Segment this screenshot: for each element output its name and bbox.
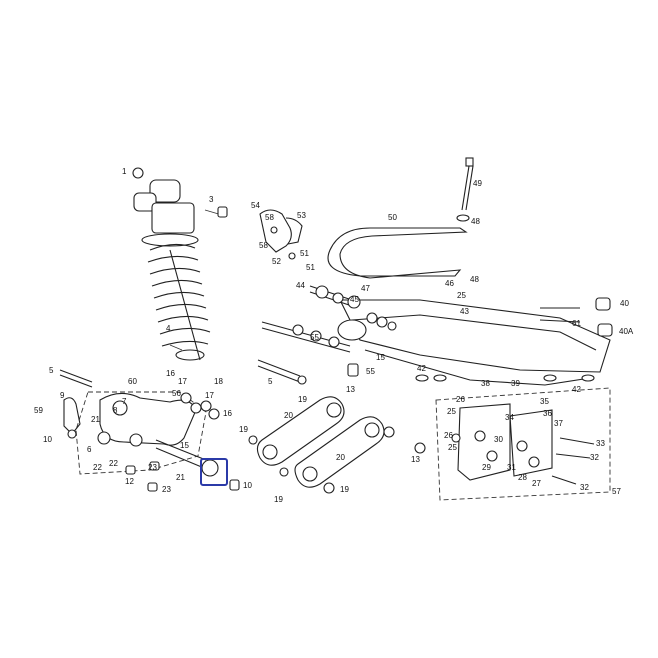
callout: 7 — [122, 397, 127, 406]
callout: 16 — [166, 369, 175, 378]
bracket-53 — [259, 209, 303, 260]
spacers-42 — [415, 297, 613, 382]
callout: 15 — [180, 441, 189, 450]
callout: 17 — [205, 391, 214, 400]
callout: 28 — [518, 473, 527, 482]
callout: 26 — [456, 395, 465, 404]
callout: 43 — [460, 307, 469, 316]
callout: 31 — [507, 463, 516, 472]
callout: 23 — [148, 463, 157, 472]
callout: 26 — [444, 431, 453, 440]
callout: 61 — [572, 319, 581, 328]
callout: 48 — [470, 275, 479, 284]
callout: 19 — [340, 485, 349, 494]
callout: 56 — [172, 389, 181, 398]
callout: 8 — [113, 406, 118, 415]
callout: 10 — [243, 481, 252, 490]
callout: 20 — [284, 411, 293, 420]
shock-absorber — [132, 167, 228, 361]
callout: 1 — [122, 167, 127, 176]
bolt-49 — [456, 157, 474, 222]
callout: 55 — [366, 367, 375, 376]
bolt-5-upper — [261, 321, 359, 377]
callout: 19 — [298, 395, 307, 404]
callout: 42 — [572, 385, 581, 394]
callout: 37 — [554, 419, 563, 428]
callout: 51 — [306, 263, 315, 272]
callout: 59 — [34, 406, 43, 415]
callout: 58 — [259, 241, 268, 250]
callout: 16 — [223, 409, 232, 418]
highlight-box — [200, 458, 228, 486]
bolt-9 — [59, 369, 93, 439]
callout: 20 — [336, 453, 345, 462]
callout: 3 — [209, 195, 214, 204]
callout: 57 — [612, 487, 621, 496]
callout: 38 — [481, 379, 490, 388]
bolt-5-lower — [257, 359, 307, 385]
linkage-rods-20 — [248, 396, 395, 494]
callout: 12 — [125, 477, 134, 486]
callout: 10 — [43, 435, 52, 444]
callout: 22 — [93, 463, 102, 472]
callout-labels: 1 3 54 58 53 58 51 52 51 50 49 48 48 47 … — [34, 167, 634, 504]
callout: 40 — [620, 299, 629, 308]
callout: 4 — [166, 324, 171, 333]
callout: 19 — [274, 495, 283, 504]
callout: 25 — [457, 291, 466, 300]
callout: 40A — [619, 327, 634, 336]
callout: 44 — [296, 281, 305, 290]
callout: 49 — [473, 179, 482, 188]
callout: 30 — [494, 435, 503, 444]
callout: 27 — [532, 479, 541, 488]
plate-group-57 — [414, 387, 611, 501]
callout: 32 — [590, 453, 599, 462]
callout: 45 — [350, 295, 359, 304]
callout: 19 — [239, 425, 248, 434]
callout: 58 — [265, 213, 274, 222]
callout: 5 — [49, 366, 54, 375]
callout: 60 — [128, 377, 137, 386]
callout: 51 — [300, 249, 309, 258]
callout: 18 — [214, 377, 223, 386]
callout: 46 — [445, 279, 454, 288]
rocker-60 — [75, 391, 220, 492]
callout: 35 — [540, 397, 549, 406]
callout: 17 — [178, 377, 187, 386]
chain-guide — [327, 227, 468, 279]
callout: 25 — [447, 407, 456, 416]
callout: 53 — [297, 211, 306, 220]
callout: 13 — [411, 455, 420, 464]
callout: 6 — [87, 445, 92, 454]
callout: 22 — [109, 459, 118, 468]
callout: 48 — [471, 217, 480, 226]
swing-arm — [337, 299, 611, 386]
callout: 55 — [310, 333, 319, 342]
callout: 5 — [268, 377, 273, 386]
callout: 42 — [417, 364, 426, 373]
dogbone-15 — [155, 439, 240, 491]
bushing-set-45 — [366, 312, 397, 331]
callout: 13 — [346, 385, 355, 394]
callout: 52 — [272, 257, 281, 266]
callout: 54 — [251, 201, 260, 210]
callout: 23 — [162, 485, 171, 494]
callout: 33 — [596, 439, 605, 448]
callout: 9 — [60, 391, 65, 400]
callout: 21 — [176, 473, 185, 482]
callout: 34 — [505, 413, 514, 422]
callout: 29 — [482, 463, 491, 472]
callout: 39 — [511, 379, 520, 388]
callout: 36 — [543, 409, 552, 418]
callout: 15 — [376, 353, 385, 362]
callout: 50 — [388, 213, 397, 222]
callout: 25 — [448, 443, 457, 452]
callout: 47 — [361, 284, 370, 293]
callout: 32 — [580, 483, 589, 492]
axle-44 — [309, 285, 361, 309]
callout: 21 — [91, 415, 100, 424]
